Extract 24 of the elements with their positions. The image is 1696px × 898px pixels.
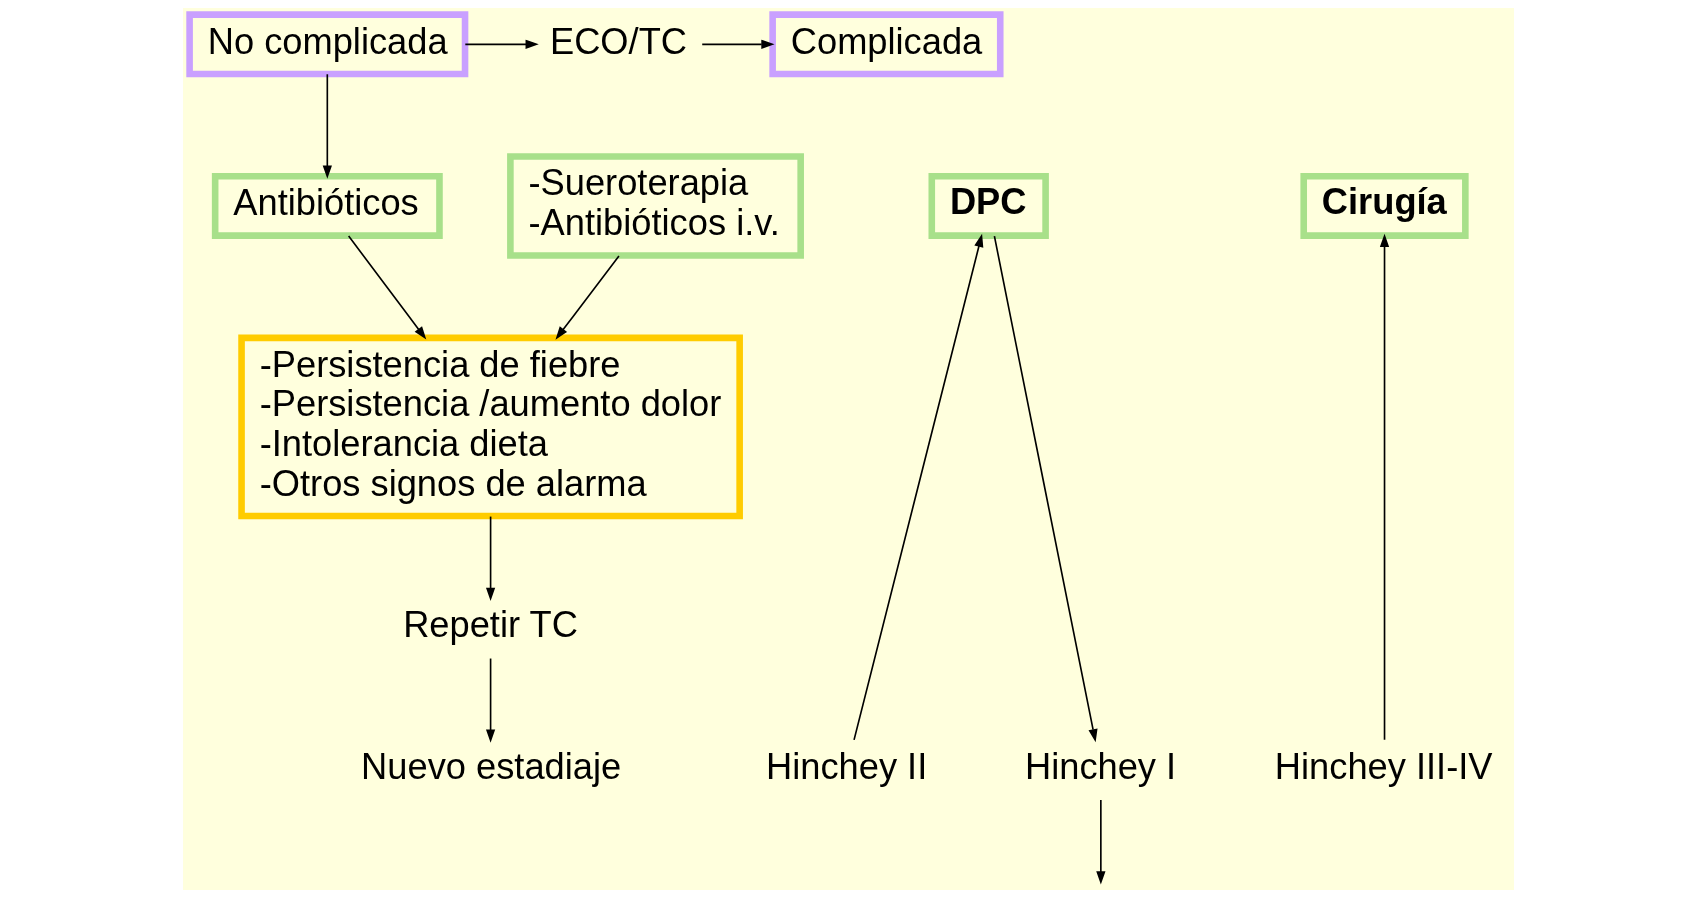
arrow [463,39,539,49]
node-box: Cirugía [1299,172,1469,239]
node-text: Repetir TC [402,604,578,646]
arrow [993,235,1098,743]
arrow [485,515,495,601]
node-text: Hinchey I [1024,746,1176,788]
arrow [700,39,774,49]
node-box: -Persistencia de fiebre -Persistencia /aumento dolor -Intolerancia dieta -Otros signos de alarma [237,334,743,520]
node-text: Hinchey III-IV [1274,746,1493,788]
node-box: Antibióticos [211,172,443,239]
node-box: Complicada [768,11,1004,78]
arrow [1095,799,1105,885]
arrow [852,233,983,741]
arrow [347,235,426,340]
node-text: Hinchey II [765,746,927,788]
arrow [322,73,332,179]
arrow [1379,233,1389,741]
node-box: DPC [928,172,1049,239]
node-text: ECO/TC [549,20,687,62]
node-box: -Sueroterapia -Antibióticos i.v. [506,153,804,259]
arrow [485,657,495,743]
node-text: Nuevo estadiaje [360,746,621,788]
node-box: No complicada [185,11,468,78]
arrow [554,255,620,340]
